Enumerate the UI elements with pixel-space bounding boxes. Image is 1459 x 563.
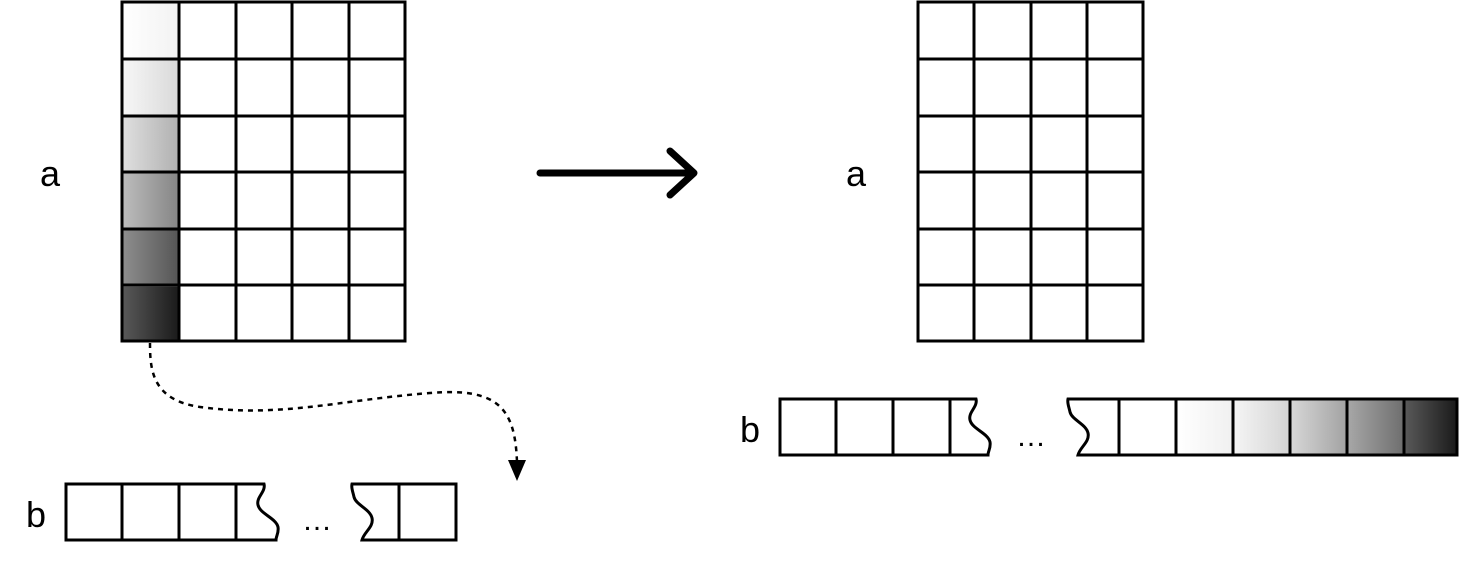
left-matrix-cell-r0c0 (122, 2, 179, 59)
right-buffer-appended-cell-1 (1233, 399, 1290, 455)
right-matrix (916, 0, 1145, 343)
left-matrix (120, 0, 407, 343)
left-matrix-cell-r1c0 (122, 59, 179, 116)
left-buffer-segment-2 (350, 482, 458, 542)
right-buffer-ellipsis: … (1016, 420, 1046, 453)
dotted-transfer-arrow (148, 342, 519, 463)
right-buffer-appended-cell-4 (1404, 399, 1457, 455)
left-matrix-cell-r2c0 (122, 116, 179, 173)
right-buffer-appended-cell-0 (1176, 399, 1233, 455)
right-buffer-segment-1 (778, 397, 992, 457)
left-matrix-label: a (40, 153, 61, 194)
left-buffer-label: b (26, 494, 46, 535)
transform-arrow-icon (536, 147, 698, 199)
left-matrix-cell-r4c0 (122, 230, 179, 287)
right-buffer-label: b (740, 409, 760, 450)
left-buffer-ellipsis: … (302, 504, 332, 537)
right-buffer-segment-2 (1066, 397, 1459, 457)
left-buffer (64, 482, 458, 542)
right-buffer-appended-cell-2 (1290, 399, 1347, 455)
dotted-arrowhead (508, 460, 526, 481)
left-matrix-cell-r5c0 (122, 287, 179, 341)
right-buffer-appended-cell-3 (1347, 399, 1404, 455)
left-matrix-cell-r3c0 (122, 173, 179, 230)
right-buffer (778, 397, 1459, 457)
left-buffer-segment-1 (64, 482, 280, 542)
right-matrix-label: a (846, 153, 867, 194)
